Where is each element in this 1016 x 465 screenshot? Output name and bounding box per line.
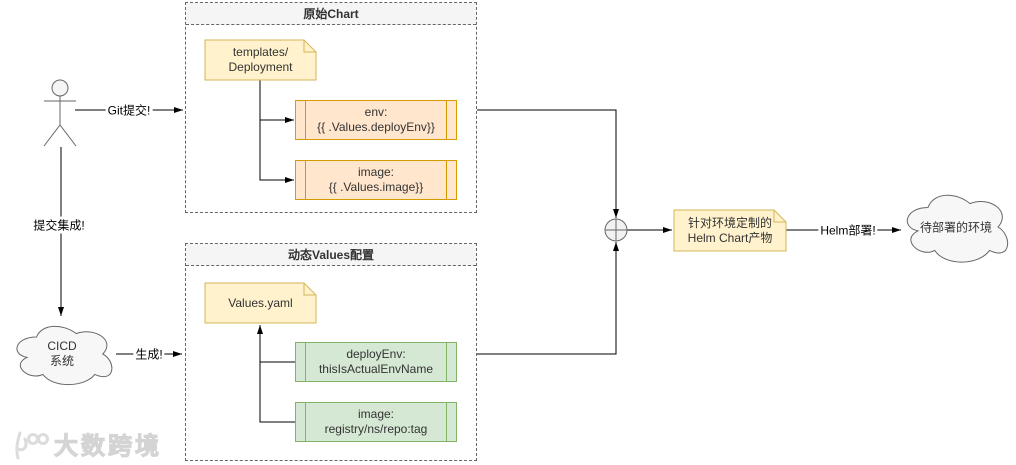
user-actor-icon bbox=[43, 79, 77, 147]
env-template-box: env: {{ .Values.deployEnv}} bbox=[295, 100, 457, 140]
target-env-cloud-shape bbox=[906, 194, 1009, 263]
image-value-line1: image: bbox=[357, 407, 395, 421]
container-dynamic-values-header: 动态Values配置 bbox=[186, 244, 476, 266]
templates-note-line2: Deployment bbox=[228, 60, 293, 74]
product-note-line1: 针对环境定制的 bbox=[687, 215, 772, 230]
watermark-logo-icon bbox=[15, 431, 49, 460]
container-dynamic-values-title: 动态Values配置 bbox=[287, 248, 375, 262]
generate-edge-label: 生成! bbox=[133, 345, 165, 363]
container-original-chart-header: 原始Chart bbox=[186, 3, 476, 25]
cicd-cloud-line1: CICD bbox=[47, 339, 77, 353]
container-original-chart: 原始Chart bbox=[185, 2, 477, 213]
edge-chart-to-merge bbox=[477, 109, 619, 218]
cicd-cloud-line2: 系统 bbox=[49, 354, 74, 368]
container-dynamic-values: 动态Values配置 bbox=[185, 243, 477, 461]
image-template-line2: {{ .Values.image}} bbox=[328, 180, 424, 194]
container-original-chart-title: 原始Chart bbox=[303, 7, 359, 21]
edge-image-to-values bbox=[257, 325, 295, 423]
edge-template-to-image bbox=[259, 120, 294, 183]
submit-integration-edge-label: 提交集成! bbox=[31, 216, 87, 234]
templates-note-label: templates/ Deployment bbox=[205, 40, 316, 80]
watermark: 大数跨境 bbox=[8, 426, 162, 461]
cicd-cloud-label: CICD 系统 bbox=[47, 339, 76, 369]
merge-or-icon bbox=[604, 218, 628, 242]
watermark-text: 大数跨境 bbox=[54, 433, 162, 461]
image-value-line2: registry/ns/repo:tag bbox=[324, 422, 428, 436]
edge-values-to-merge bbox=[477, 242, 619, 355]
target-env-cloud-label: 待部署的环境 bbox=[919, 220, 993, 235]
deployenv-value-line2: thisIsActualEnvName bbox=[318, 362, 434, 376]
image-value-box: image: registry/ns/repo:tag bbox=[295, 402, 457, 442]
helm-deploy-edge-label: Helm部署! bbox=[818, 221, 878, 239]
cicd-cloud-shape bbox=[16, 325, 113, 385]
values-note-text: Values.yaml bbox=[228, 295, 293, 310]
deployenv-value-line1: deployEnv: bbox=[346, 347, 406, 361]
env-template-line1: env: bbox=[364, 105, 388, 119]
product-note-line2: Helm Chart产物 bbox=[687, 230, 773, 245]
product-note-shape bbox=[673, 209, 787, 252]
values-note-shape bbox=[204, 282, 317, 324]
templates-note-line1: templates/ bbox=[232, 45, 289, 59]
templates-note-shape bbox=[204, 39, 317, 81]
env-template-line2: {{ .Values.deployEnv}} bbox=[317, 120, 435, 134]
image-template-line1: image: bbox=[357, 165, 395, 179]
deployenv-value-box: deployEnv: thisIsActualEnvName bbox=[295, 342, 457, 382]
image-template-box: image: {{ .Values.image}} bbox=[295, 160, 457, 200]
product-note-label: 针对环境定制的 Helm Chart产物 bbox=[674, 210, 786, 251]
values-note-label: Values.yaml bbox=[205, 283, 316, 323]
git-commit-edge-label: Git提交! bbox=[105, 101, 153, 119]
